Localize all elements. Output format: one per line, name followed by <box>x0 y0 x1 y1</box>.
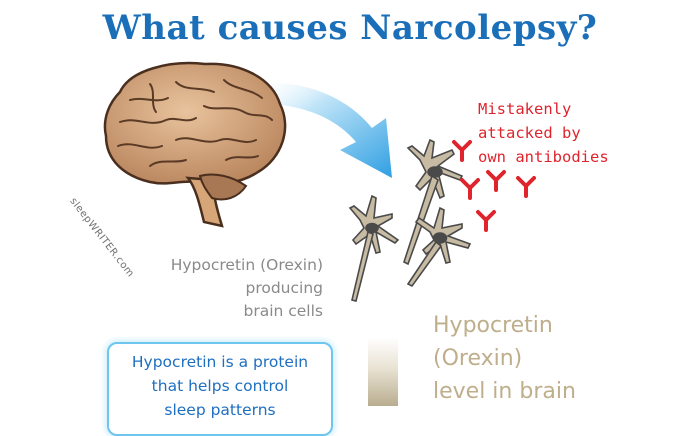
curved-arrow-icon <box>250 82 392 178</box>
info-text: Hypocretin is a protein that helps contr… <box>131 353 309 419</box>
brain-icon <box>103 61 287 228</box>
antibody-icon <box>486 170 506 192</box>
antibody-icon <box>452 140 472 162</box>
antibodies <box>452 140 536 232</box>
hypocretin-level-label: Hypocretin (Orexin) level in brain <box>433 313 576 404</box>
diagram-illustration <box>103 61 536 302</box>
antibody-label: Mistakenly attacked by own antibodies <box>478 100 609 166</box>
antibody-icon <box>460 178 480 200</box>
hypocretin-level-bar <box>368 337 398 406</box>
brain-cells-label: Hypocretin (Orexin) producing brain cell… <box>170 256 323 320</box>
info-box: Hypocretin is a protein that helps contr… <box>107 342 333 436</box>
neuron-cells <box>348 138 472 302</box>
page-title: What causes Narcolepsy? <box>102 8 598 48</box>
neuron-cell-icon <box>406 206 472 288</box>
antibody-icon <box>476 210 496 232</box>
neuron-cell-icon <box>348 194 400 302</box>
antibody-icon <box>516 176 536 198</box>
